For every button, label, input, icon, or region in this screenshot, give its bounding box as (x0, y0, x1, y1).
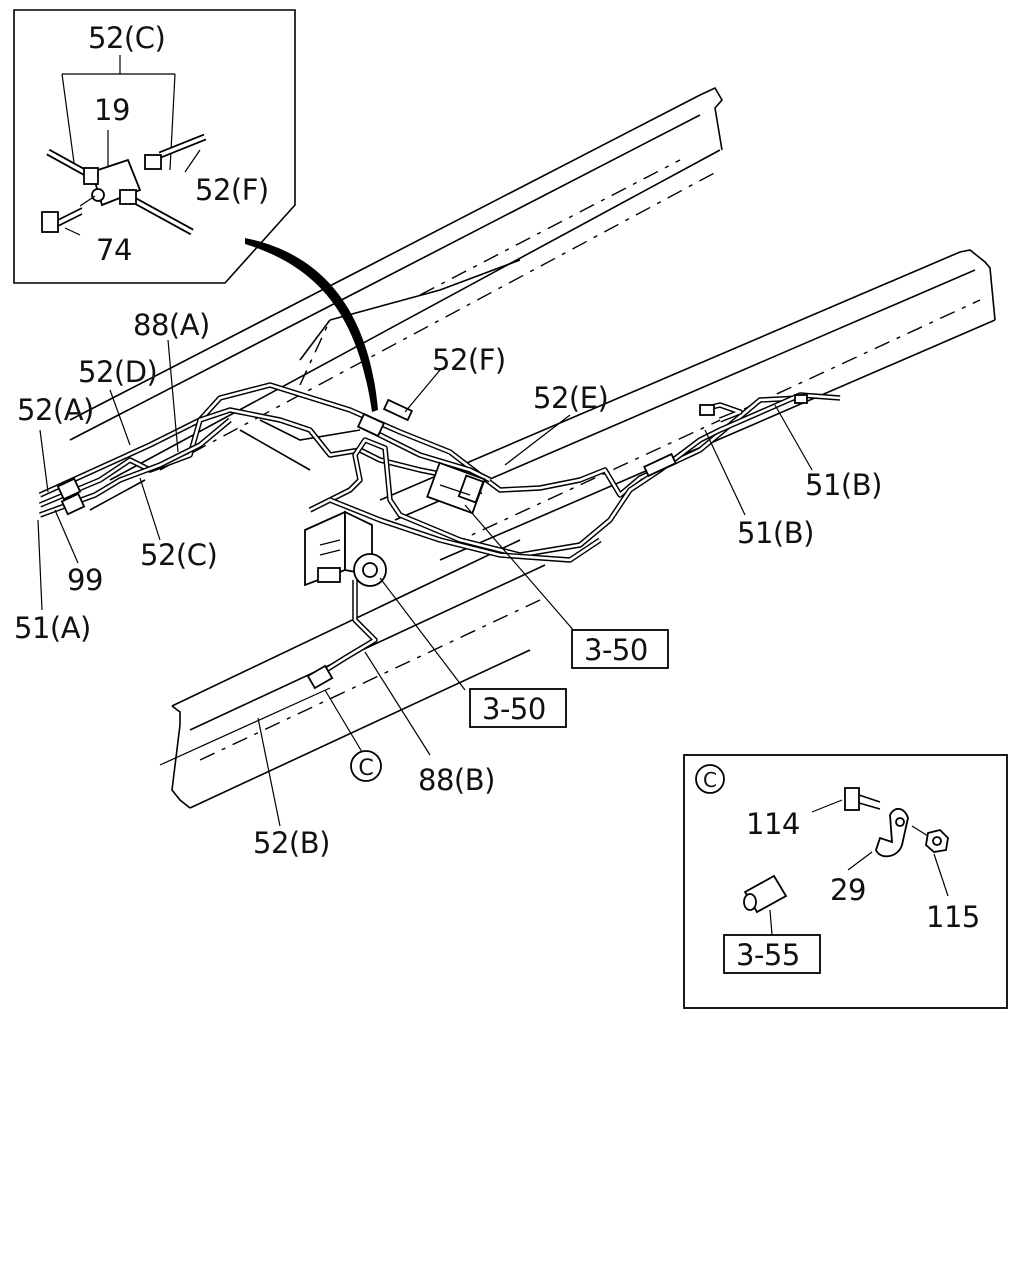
label-52f: 52(F) (432, 343, 506, 377)
callout-c-circle (350, 750, 382, 782)
label-19: 19 (94, 93, 130, 127)
frame-rail-cross (239, 159, 681, 471)
abs-modulator-unit (304, 510, 387, 587)
label-88a: 88(A) (133, 308, 210, 342)
inset-c-marker: C (703, 768, 717, 792)
ref-3-50-upper: 3-50 (584, 633, 648, 667)
label-51b-mid: 51(B) (737, 516, 814, 550)
callout-c: C (358, 756, 373, 781)
label-51b-right: 51(B) (805, 468, 882, 502)
ref-3-55: 3-55 (736, 938, 800, 972)
label-99: 99 (67, 563, 103, 597)
label-88b: 88(B) (418, 763, 495, 797)
frame-rail-right (379, 249, 996, 561)
label-115: 115 (926, 900, 980, 934)
frame-rail-upper (69, 86, 723, 511)
ref-box-3-55 (723, 934, 821, 974)
brake-pipe-bundle (38, 382, 841, 683)
label-52c-inset: 52(C) (88, 21, 165, 55)
ref-3-50-lower: 3-50 (482, 692, 546, 726)
label-52d: 52(D) (78, 355, 157, 389)
ref-box-3-50-lower (469, 688, 567, 728)
part-labels: 52(C) 19 52(F) 74 88(A) 52(D) 52(A) 52(F… (14, 21, 980, 974)
inset-tee-fitting (13, 9, 296, 284)
label-114: 114 (746, 807, 800, 841)
label-52b: 52(B) (253, 826, 330, 860)
label-52a: 52(A) (17, 393, 94, 427)
pipe-junction-block (426, 461, 486, 515)
label-52e: 52(E) (533, 381, 608, 415)
label-74: 74 (96, 233, 132, 267)
pipe-fittings (56, 394, 808, 690)
label-52c: 52(C) (140, 538, 217, 572)
leader-lines (37, 339, 813, 827)
ref-box-3-50-upper (571, 629, 669, 669)
label-51a: 51(A) (14, 611, 91, 645)
label-52f-inset: 52(F) (195, 173, 269, 207)
label-29: 29 (830, 873, 866, 907)
inset-pointer-arrow (245, 238, 378, 412)
